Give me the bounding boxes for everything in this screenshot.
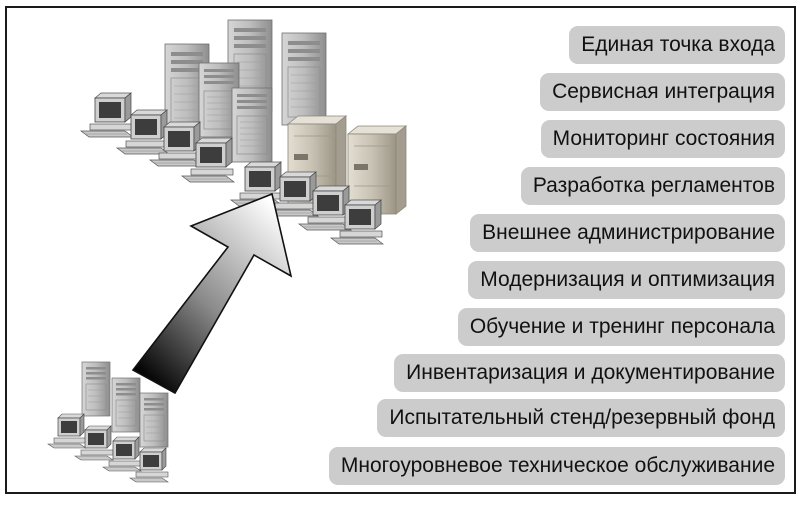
- service-item: Модернизация и оптимизация: [468, 261, 785, 299]
- service-item: Обучение и тренинг персонала: [457, 308, 785, 346]
- service-item: Разработка регламентов: [520, 167, 785, 205]
- service-item: Мониторинг состояния: [540, 120, 785, 158]
- service-item: Единая точка входа: [569, 26, 785, 64]
- growth-arrow-icon: [131, 192, 293, 395]
- service-item: Внешнее администрирование: [470, 214, 785, 252]
- service-item: Инвентаризация и документирование: [394, 354, 785, 392]
- service-item: Испытательный стенд/резервный фонд: [377, 399, 785, 437]
- service-item: Многоуровневое техническое обслуживание: [328, 447, 785, 485]
- service-item: Сервисная интеграция: [540, 73, 785, 111]
